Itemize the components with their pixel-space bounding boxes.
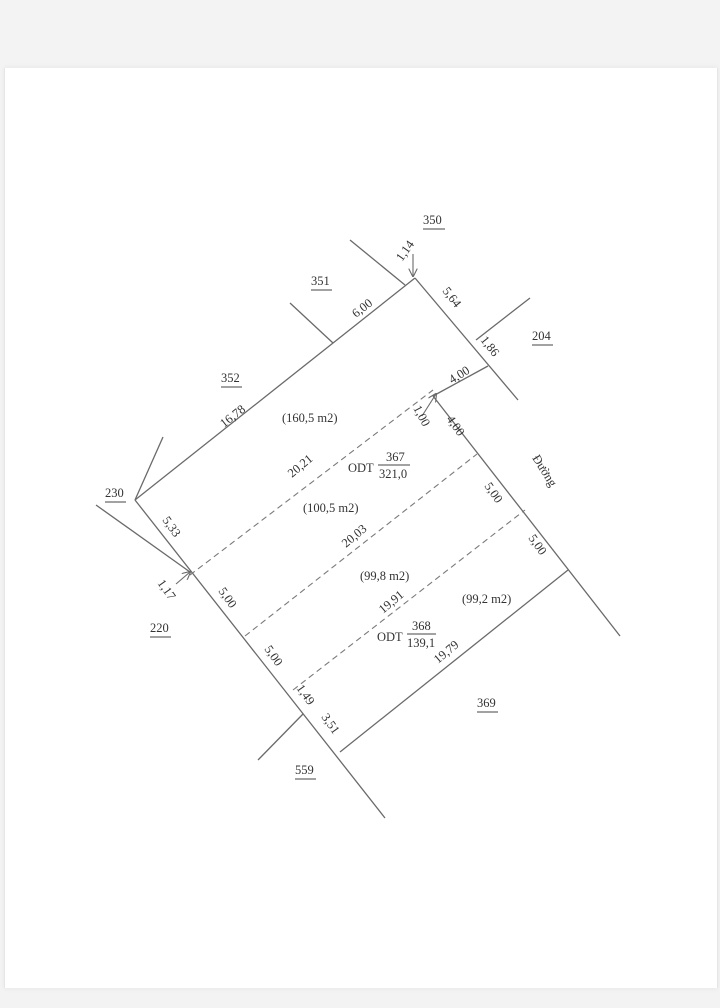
- svg-text:5,00: 5,00: [526, 532, 550, 558]
- lot-area: (160,5 m2): [282, 411, 338, 425]
- road-label: Đường: [529, 452, 560, 490]
- parcel-label: 369: [477, 696, 496, 710]
- svg-text:20,21: 20,21: [285, 451, 316, 480]
- svg-text:1,14: 1,14: [393, 237, 417, 264]
- dimension-labels: 1,14 6,00 16,78 5,64 1,86 4,00 1,00 4,00…: [155, 237, 550, 736]
- parcel-label: 350: [423, 213, 442, 227]
- arrow-icon: [421, 394, 436, 417]
- lot-area: (99,2 m2): [462, 592, 511, 606]
- lot-area: (99,8 m2): [360, 569, 409, 583]
- parcel-label: 220: [150, 621, 169, 635]
- svg-text:6,00: 6,00: [349, 296, 375, 320]
- neighbor-boundaries: [95, 239, 531, 761]
- parcel-label: 230: [105, 486, 124, 500]
- parcel-label: 351: [311, 274, 330, 288]
- parcel-label: 559: [295, 763, 314, 777]
- svg-text:19,91: 19,91: [376, 587, 407, 616]
- arrow-icon: [175, 572, 190, 585]
- parcel-labels: 350 351 352 204 230 220 559 369: [105, 213, 553, 780]
- svg-text:5,64: 5,64: [440, 284, 465, 310]
- land-code-367: ODT 367 321,0: [348, 450, 410, 481]
- dimension-arrows: [175, 254, 436, 585]
- svg-text:367: 367: [386, 450, 405, 464]
- drawing-sheet: [4, 68, 718, 988]
- svg-text:139,1: 139,1: [407, 636, 435, 650]
- parcel-label: 204: [532, 329, 552, 343]
- plot-boundary: [134, 277, 621, 819]
- lot-area: (100,5 m2): [303, 501, 359, 515]
- svg-text:1,49: 1,49: [294, 682, 318, 708]
- svg-text:19,79: 19,79: [431, 637, 462, 666]
- svg-text:ODT: ODT: [377, 630, 403, 644]
- svg-text:368: 368: [412, 619, 431, 633]
- svg-text:321,0: 321,0: [379, 467, 407, 481]
- land-code-368: ODT 368 139,1: [377, 619, 436, 650]
- svg-text:1,86: 1,86: [478, 333, 502, 359]
- lot-areas: (160,5 m2) (100,5 m2) (99,8 m2) (99,2 m2…: [282, 411, 511, 606]
- svg-text:1,17: 1,17: [155, 577, 179, 603]
- svg-text:1,00: 1,00: [410, 403, 433, 429]
- svg-text:20,03: 20,03: [339, 521, 370, 550]
- svg-text:3,51: 3,51: [319, 711, 343, 737]
- svg-text:ODT: ODT: [348, 461, 374, 475]
- svg-text:16,78: 16,78: [217, 402, 248, 430]
- parcel-label: 352: [221, 371, 240, 385]
- svg-text:4,00: 4,00: [446, 363, 472, 386]
- lot-dividers: [189, 389, 526, 691]
